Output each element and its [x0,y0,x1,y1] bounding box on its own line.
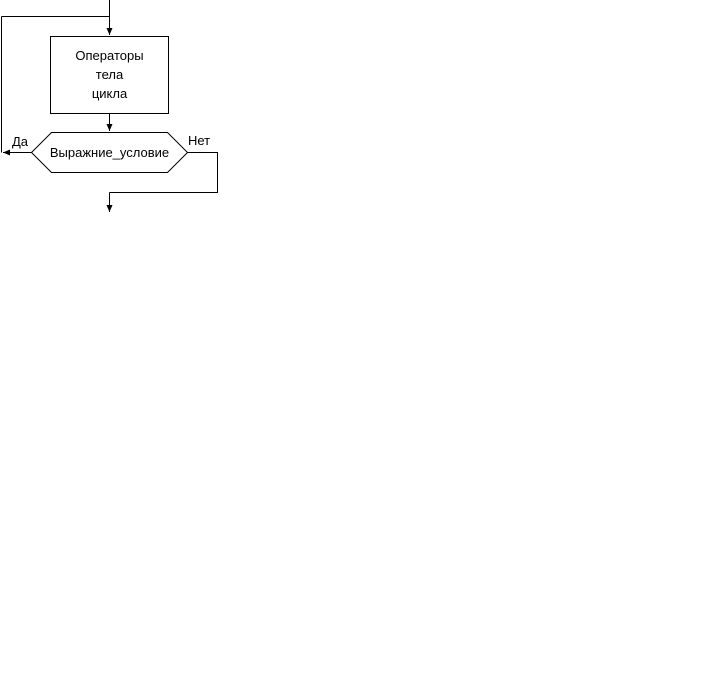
condition-label: Выражние_условие [50,145,169,160]
no-branch-line [109,152,218,193]
branch-no-label: Нет [188,133,210,148]
body-process-block [50,36,169,114]
body-block-line-1: Операторы [75,48,143,63]
body-block-line-2: тела [96,67,124,82]
branch-yes-label: Да [12,134,29,149]
body-block-line-3: цикла [92,86,128,101]
